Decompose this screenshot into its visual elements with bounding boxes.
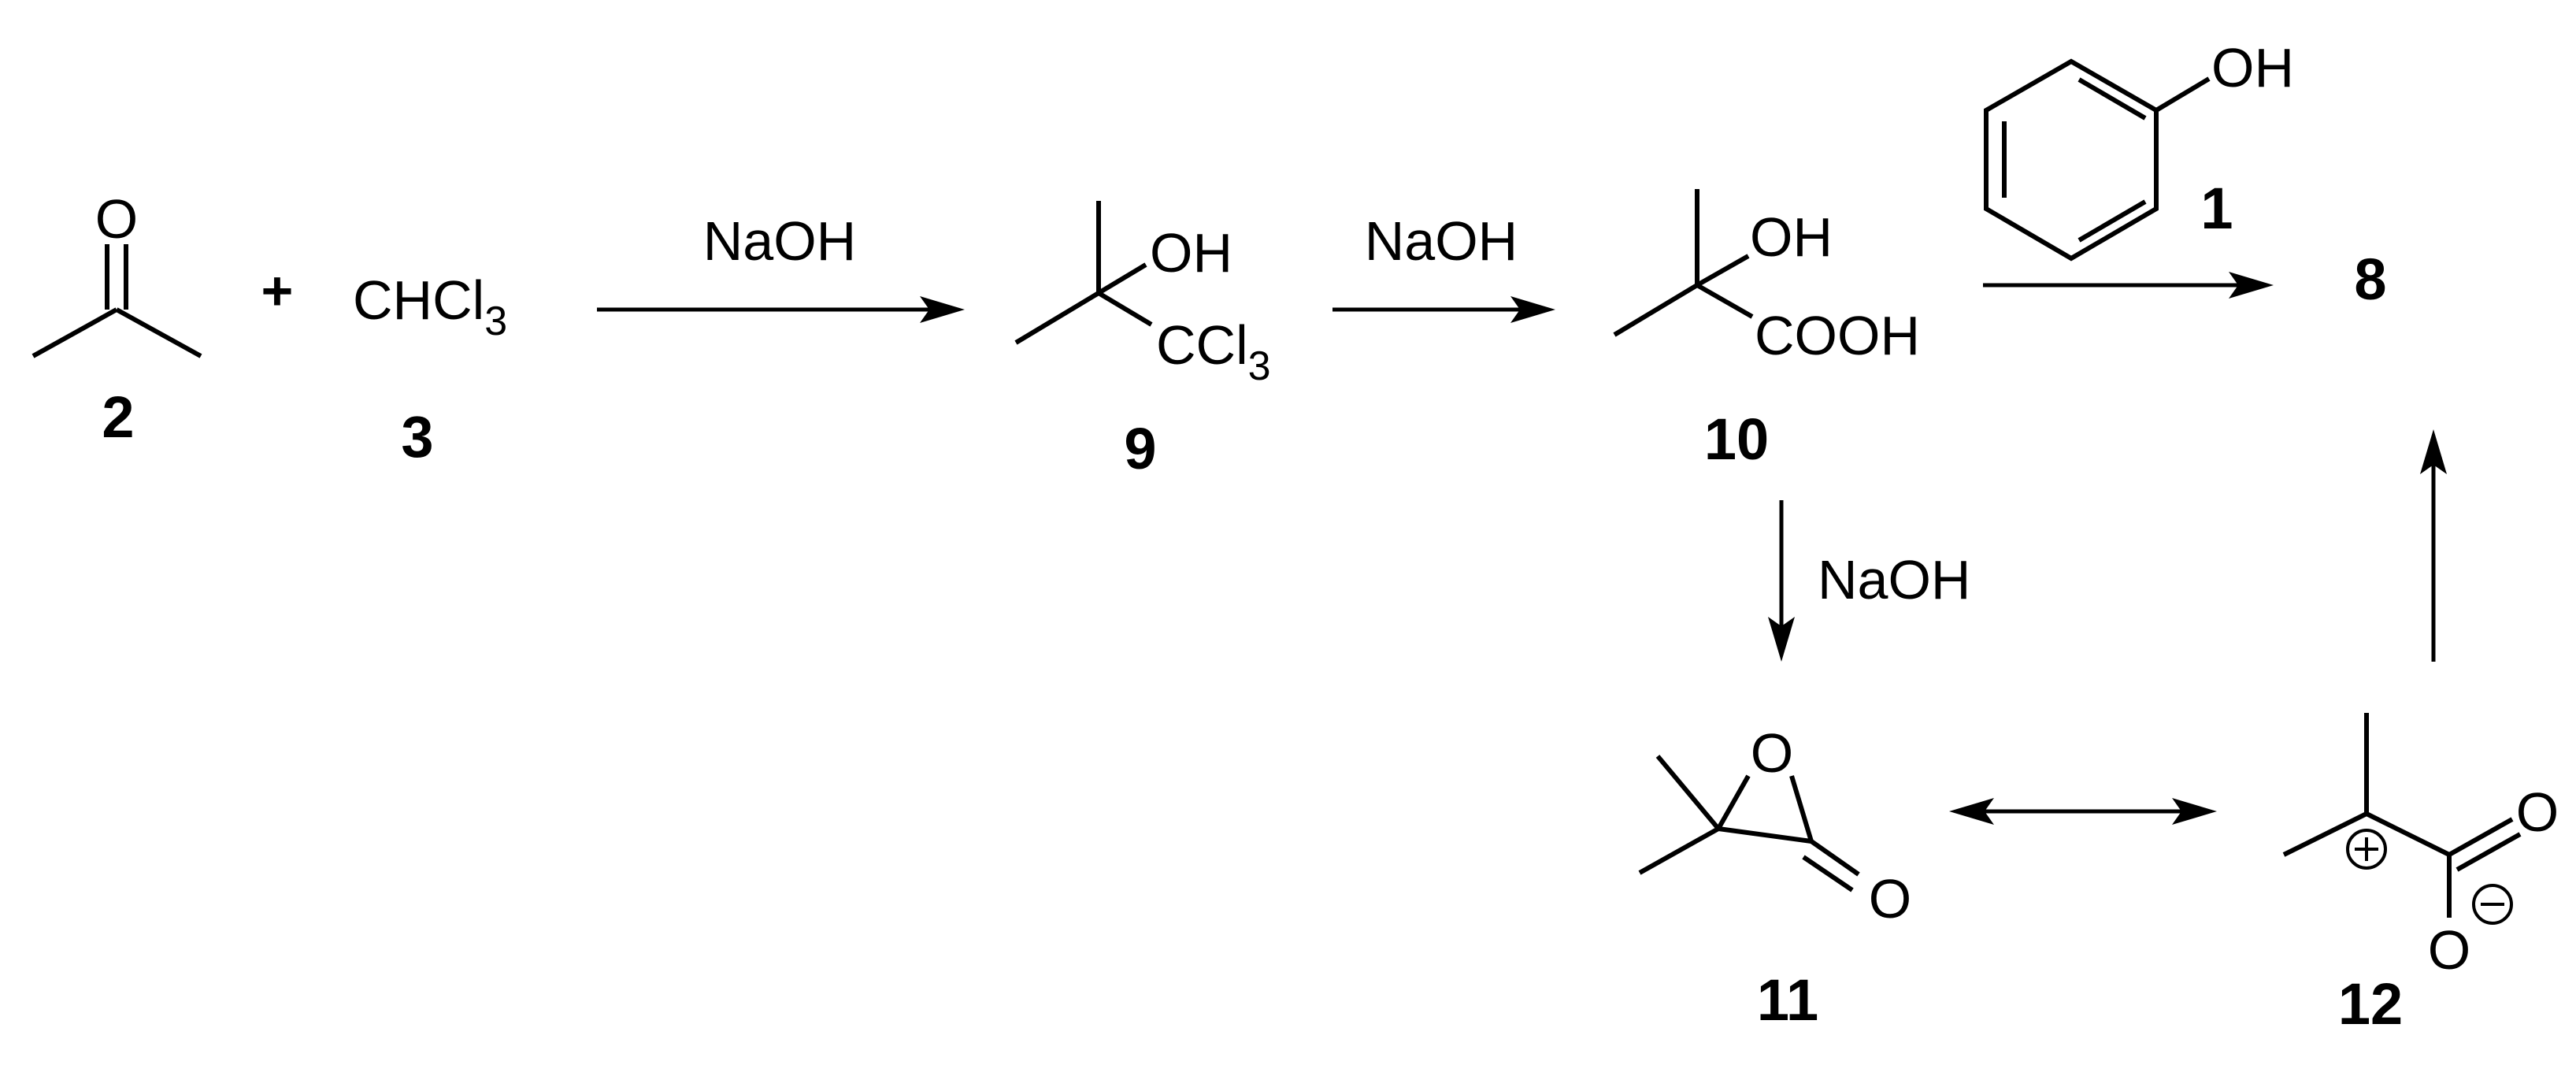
acetone-oxygen-label: O [95,188,138,250]
compound-number-2: 2 [102,384,134,450]
compound-10-cooh-label: COOH [1755,305,1920,366]
negative-charge-icon [2472,884,2513,925]
phenol-ring-bonds [1984,58,2211,262]
reaction-arrow-2 [1332,296,1555,323]
reagent-naoh-2: NaOH [1365,210,1518,272]
compound-number-9: 9 [1124,416,1156,481]
compound-number-8: 8 [2354,247,2386,312]
phenol-oh-label: OH [2211,37,2294,98]
compound-9-trichloro-alcohol: OH CCl3 9 [1014,201,1271,481]
compound-number-1: 1 [2200,176,2233,241]
compound-number-11: 11 [1757,967,1818,1033]
compound-2-acetone: O 2 [32,188,202,450]
compound-1-phenol: OH 1 [1984,37,2294,262]
compound-9-oh-label: OH [1150,222,1232,284]
acetone-bonds [32,244,202,358]
plus-sign: + [261,260,294,321]
compound-10-hydroxy-acid: OH COOH 10 [1613,189,1920,472]
reaction-arrow-3 [1983,272,2274,299]
compound-11-ring-oxygen: O [1751,722,1793,784]
compound-9-ccl3-label: CCl3 [1156,314,1271,389]
resonance-arrow [1949,798,2217,825]
compound-12-oxide-oxygen: O [2428,919,2470,981]
compound-12-carbonyl-oxygen: O [2516,781,2559,843]
reaction-arrow-1 [597,296,965,323]
reaction-arrow-4 [1768,500,1795,662]
compound-11-carbonyl-oxygen: O [1869,868,1911,930]
reagent-naoh-1: NaOH [703,210,856,272]
compound-number-10: 10 [1704,406,1769,472]
compound-11-alpha-lactone: O O 11 [1638,722,1911,1033]
compound-12-zwitterion: O O 12 [2282,713,2559,1037]
compound-10-oh-label: OH [1750,206,1833,268]
compound-9-bonds [1014,201,1153,345]
reaction-arrow-5 [2420,429,2447,662]
compound-10-bonds [1613,189,1754,337]
compound-number-12: 12 [2338,971,2403,1037]
reagent-naoh-3: NaOH [1818,549,1970,610]
compound-number-3: 3 [401,404,433,469]
compound-3-chloroform: CHCl3 3 [353,269,507,469]
compound-12-bonds [2282,713,2522,918]
chloroform-formula: CHCl3 [353,269,507,344]
positive-charge-icon [2346,829,2387,870]
compound-11-bonds [1638,755,1860,892]
